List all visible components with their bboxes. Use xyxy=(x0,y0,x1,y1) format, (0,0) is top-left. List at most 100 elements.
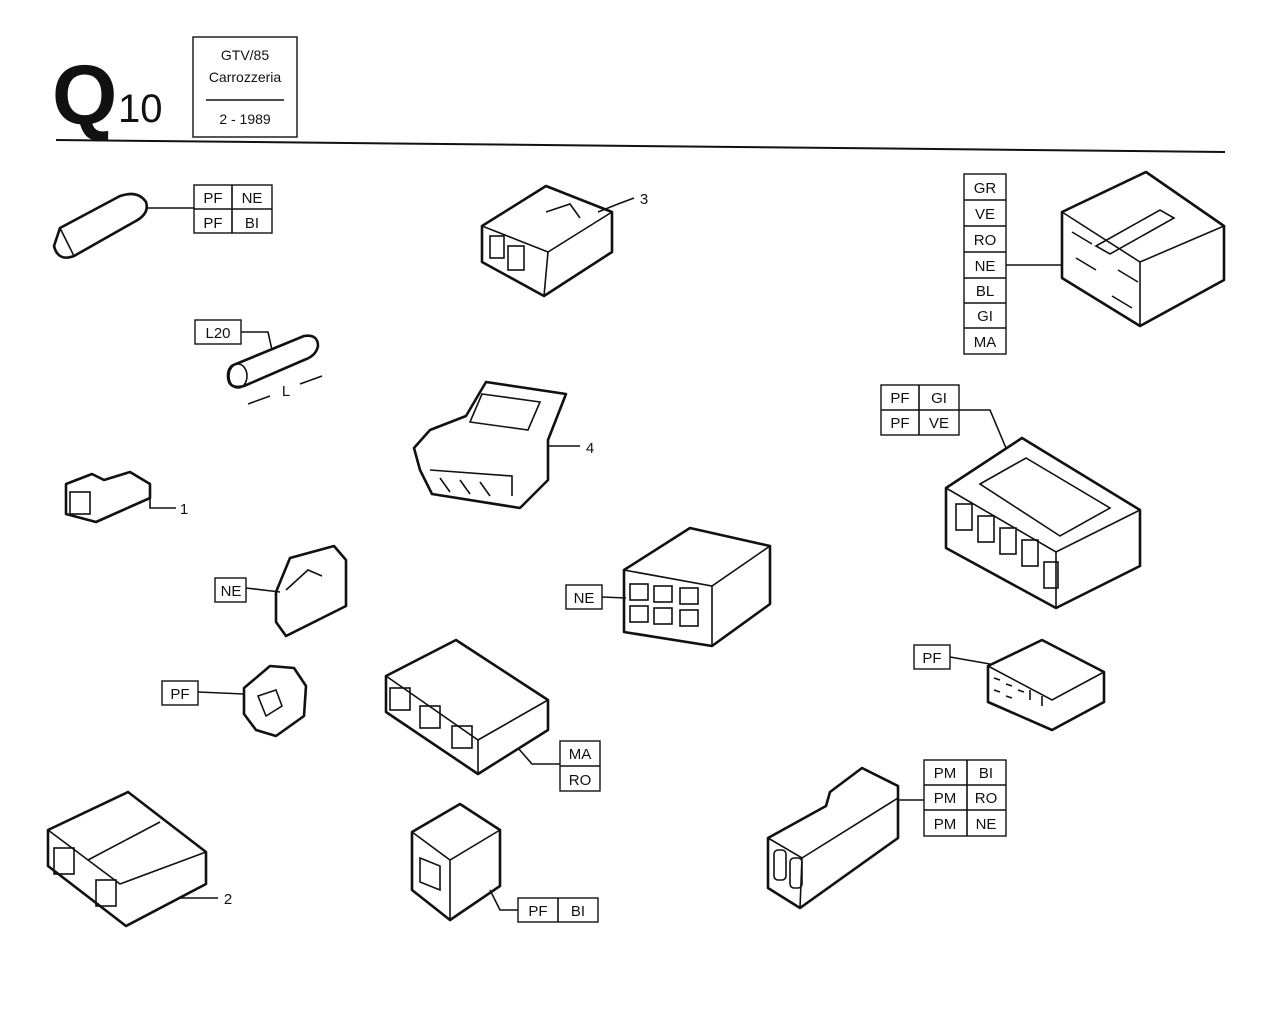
connector-body xyxy=(944,436,1142,610)
connector-split xyxy=(87,821,161,861)
socket xyxy=(773,849,787,881)
wire-code: NE xyxy=(574,590,595,607)
socket xyxy=(1021,539,1039,567)
socket xyxy=(419,856,441,892)
dimension-label: L xyxy=(282,383,290,400)
header-info-box xyxy=(192,36,298,138)
connector-detail xyxy=(545,203,581,219)
leader-line xyxy=(959,409,1007,449)
connector-5way: PF GI PF VE xyxy=(880,384,1142,610)
connector-part-2: 2 xyxy=(46,790,232,928)
socket xyxy=(789,857,803,889)
wire-code: GR xyxy=(974,180,997,197)
wire-code: PF xyxy=(528,903,547,920)
slot xyxy=(1094,209,1176,255)
socket xyxy=(1043,561,1059,589)
wire-code: VE xyxy=(975,206,995,223)
wire-code: PF xyxy=(203,190,222,207)
ne-box xyxy=(565,584,603,610)
socket xyxy=(679,587,699,605)
connector-ne-6pin: NE xyxy=(565,526,772,648)
socket xyxy=(977,515,995,543)
connector-pf-multipin: PF xyxy=(913,638,1106,732)
wire-code: BL xyxy=(976,283,994,300)
wire-code: PM xyxy=(934,765,957,782)
connector-body xyxy=(1060,170,1226,328)
sleeve-l20: L20 L xyxy=(194,319,323,405)
socket xyxy=(629,583,649,601)
wire-code: MA xyxy=(974,334,997,351)
connector-body xyxy=(622,526,772,648)
leader-line xyxy=(245,587,281,593)
socket xyxy=(653,585,673,603)
connector-edge xyxy=(543,251,549,297)
connector-part-3: 3 xyxy=(480,184,648,298)
socket xyxy=(507,245,525,271)
wire-code: NE xyxy=(242,190,263,207)
inner-wall xyxy=(978,457,1112,537)
pin-detail xyxy=(439,477,491,497)
wire-code: VE xyxy=(929,415,949,432)
leader-line xyxy=(517,747,560,765)
dimension-arrow xyxy=(299,375,323,385)
connector-ne-small: NE xyxy=(214,544,348,638)
model-label: GTV/85 xyxy=(221,47,269,63)
connector-detail xyxy=(285,569,323,591)
callout-number: 4 xyxy=(586,440,594,457)
wire-code: PM xyxy=(934,790,957,807)
callout-number: 2 xyxy=(224,891,232,908)
pin-detail xyxy=(1071,231,1139,309)
socket xyxy=(53,847,75,875)
leader-line xyxy=(149,498,176,509)
leader-line xyxy=(241,331,273,351)
wire-code: BI xyxy=(979,765,993,782)
connector-part-1: 1 xyxy=(64,470,188,524)
socket xyxy=(955,503,973,531)
connector-body xyxy=(986,638,1106,732)
wire-code: PF xyxy=(890,390,909,407)
socket xyxy=(389,687,411,711)
socket xyxy=(419,705,441,729)
connector-body xyxy=(242,664,308,738)
wire-code: PF xyxy=(922,650,941,667)
header-block: Q 10 GTV/85 Carrozzeria 2 - 1989 xyxy=(52,36,1226,153)
sleeve-end xyxy=(228,363,248,389)
connector-body-shape xyxy=(52,192,149,259)
connector-part-4: 4 xyxy=(412,380,594,510)
wire-code: PF xyxy=(890,415,909,432)
wire-code: NE xyxy=(221,583,242,600)
connector-body xyxy=(412,380,568,510)
leader-line xyxy=(197,691,245,695)
connector-body xyxy=(46,790,208,928)
connector-pf-small: PF xyxy=(161,664,308,738)
leader-line xyxy=(949,656,991,665)
connector-edge xyxy=(59,227,75,257)
wire-code: GI xyxy=(977,308,993,325)
code-column xyxy=(963,173,1007,355)
connector-edge xyxy=(987,665,1105,701)
connector-edge xyxy=(429,469,513,496)
section-letter: Q xyxy=(52,48,117,142)
wire-code: BI xyxy=(571,903,585,920)
dimension-arrow xyxy=(247,395,271,405)
connector-pf-bi-bottom: PF BI xyxy=(410,802,599,923)
socket xyxy=(679,609,699,627)
wire-code: PF xyxy=(203,215,222,232)
wire-code: NE xyxy=(975,258,996,275)
l20-label: L20 xyxy=(205,325,230,342)
wire-code: MA xyxy=(569,746,592,763)
connector-pm-2way: PM BI PM RO PM NE xyxy=(766,759,1007,910)
socket xyxy=(999,527,1017,555)
wire-code: GI xyxy=(931,390,947,407)
wire-code: NE xyxy=(976,816,997,833)
leader-line xyxy=(601,596,627,599)
leader-line xyxy=(489,889,518,911)
ne-box xyxy=(214,577,247,603)
leader-line xyxy=(597,197,635,213)
date-label: 2 - 1989 xyxy=(219,111,271,127)
wire-code: RO xyxy=(974,232,997,249)
code-table xyxy=(923,759,1007,837)
connector-detail xyxy=(256,688,283,718)
pin-detail xyxy=(993,677,1043,706)
sleeve-body xyxy=(226,334,320,389)
